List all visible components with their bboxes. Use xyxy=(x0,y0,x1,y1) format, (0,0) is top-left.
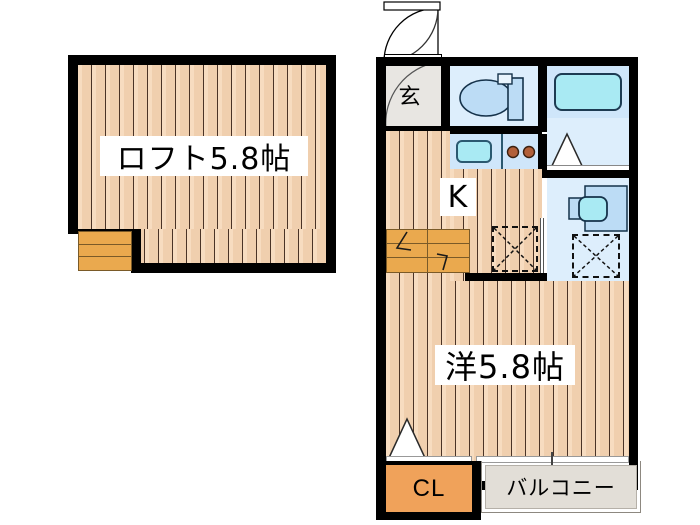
bathroom-door-sill xyxy=(547,165,629,172)
entrance-label: 玄 xyxy=(398,85,422,110)
entrance-right-wall xyxy=(441,57,450,132)
closet-left-wall xyxy=(376,461,386,519)
washbasin-vanity-fixture xyxy=(568,185,628,232)
kitchen-sink-fixture xyxy=(456,140,492,163)
gas-stove-fixture xyxy=(506,145,536,159)
unit-stair-step xyxy=(428,230,469,244)
closet-label: CL xyxy=(412,475,446,502)
balcony-door-mullion xyxy=(551,452,553,466)
kitchen-counter-right-wall xyxy=(538,134,547,174)
toilet-bath-divider-wall xyxy=(538,57,547,132)
unit-stairs xyxy=(386,229,470,273)
unit-stair-step xyxy=(428,257,469,272)
bathroom-bottom-wall xyxy=(540,170,629,178)
loft-stair-step xyxy=(79,232,131,245)
closet-right-wall xyxy=(472,461,481,519)
balcony-outer-edge xyxy=(481,461,641,513)
storage-space xyxy=(492,226,538,272)
loft-stair-step xyxy=(79,257,131,270)
loft-floor-lower-strip xyxy=(131,229,326,263)
loft-notch-wall-vertical xyxy=(131,229,141,273)
unit-stair-step xyxy=(387,230,428,244)
toilet-bottom-wall xyxy=(446,126,542,134)
loft-room-label: ロフト5.8帖 xyxy=(100,136,308,177)
washing-machine-space xyxy=(572,234,620,278)
balcony-label: バルコニー xyxy=(506,476,616,500)
stove-divider-line xyxy=(501,134,503,169)
loft-stairs xyxy=(78,231,132,271)
unit-stair-step xyxy=(387,257,428,272)
unit-right-wall xyxy=(629,57,638,461)
kitchen-label: K xyxy=(440,178,476,216)
storage-partition xyxy=(540,218,544,280)
toilet-fixture xyxy=(459,73,524,121)
bathtub-fixture xyxy=(554,73,622,111)
closet-bottom-wall xyxy=(376,512,481,520)
entrance-floor xyxy=(386,66,441,128)
kitchen-room-divider-wall xyxy=(465,273,547,281)
closet-area xyxy=(386,465,472,512)
balcony-sliding-door xyxy=(476,456,629,463)
western-room-label: 洋5.8帖 xyxy=(435,345,575,386)
loft-stair-step xyxy=(79,244,131,258)
balcony-area xyxy=(485,465,637,509)
stair-direction-arrows xyxy=(395,231,449,271)
unit-left-wall xyxy=(376,57,386,467)
unit-top-wall xyxy=(376,57,638,66)
entrance-swing-door xyxy=(383,1,441,63)
entrance-step-wall xyxy=(386,126,446,131)
closet-folding-door xyxy=(386,417,428,461)
